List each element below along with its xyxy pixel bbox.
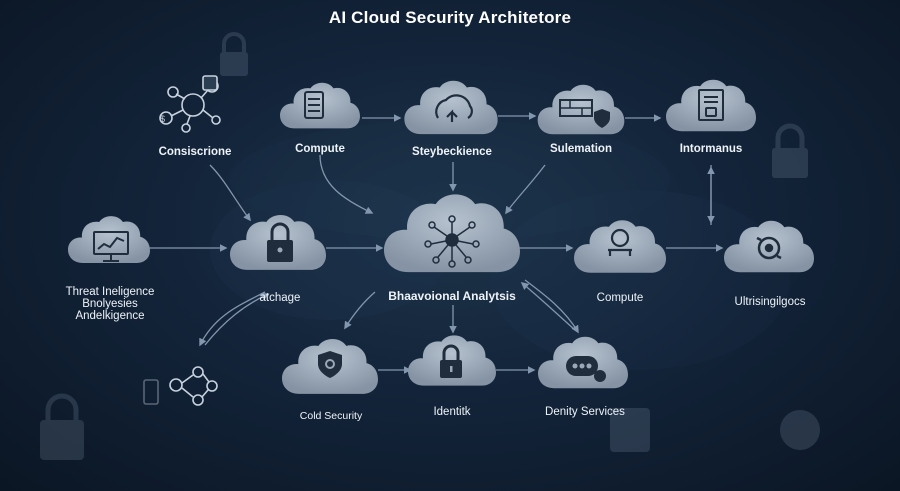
label-sulemation: Sulemation xyxy=(550,143,612,155)
label-compute-mid: Compute xyxy=(596,292,644,304)
refresh-icon xyxy=(756,236,782,260)
label-ultrisingilgocs: Ultrisingilgocs xyxy=(734,296,806,308)
label-identity: Identitk xyxy=(433,406,471,418)
network-nodes-icon xyxy=(143,366,218,406)
label-steybeckience: Steybeckience xyxy=(412,146,492,158)
label-threat-line-3: Andelkigence xyxy=(75,310,145,322)
cloud-sulemation xyxy=(537,84,625,135)
label-denity-services: Denity Services xyxy=(545,406,625,418)
chat-bubbles-icon xyxy=(566,356,606,382)
server-rack-icon xyxy=(304,91,324,119)
monitor-chart-icon xyxy=(93,231,129,262)
label-behavioral-analytics: Bhaavoional Analytsis xyxy=(388,289,516,303)
cloud-intormanus xyxy=(666,79,756,132)
svg-text:$: $ xyxy=(160,114,165,124)
padlock-icon xyxy=(267,222,293,262)
network-hub-icon: $ xyxy=(159,75,221,133)
background-texture xyxy=(210,120,790,370)
background-padlock-icon xyxy=(40,32,820,460)
document-icon xyxy=(698,89,724,121)
label-threat-line-2: Bnolyesies xyxy=(82,298,138,310)
diagram-title: AI Cloud Security Architetore xyxy=(328,8,572,27)
firewall-shield-icon xyxy=(559,99,610,128)
label-cloud-security: Cold Security xyxy=(299,410,363,422)
label-threat-line-1: Threat Ineligence xyxy=(65,286,155,298)
label-intormanus: Intormanus xyxy=(679,143,743,155)
label-storage: atchage xyxy=(259,292,301,304)
cloud-steybeckience xyxy=(404,80,498,135)
shield-icon xyxy=(318,351,342,378)
user-icon xyxy=(608,228,632,256)
neural-network-icon xyxy=(424,215,480,268)
cloud-sync-icon xyxy=(435,94,473,122)
label-compute-top: Compute xyxy=(295,143,345,155)
cloud-threat-intelligence xyxy=(68,216,150,263)
label-consciencione: Consiscrione xyxy=(158,146,232,158)
connector-arrows xyxy=(148,112,724,374)
identity-padlock-icon xyxy=(440,344,462,378)
